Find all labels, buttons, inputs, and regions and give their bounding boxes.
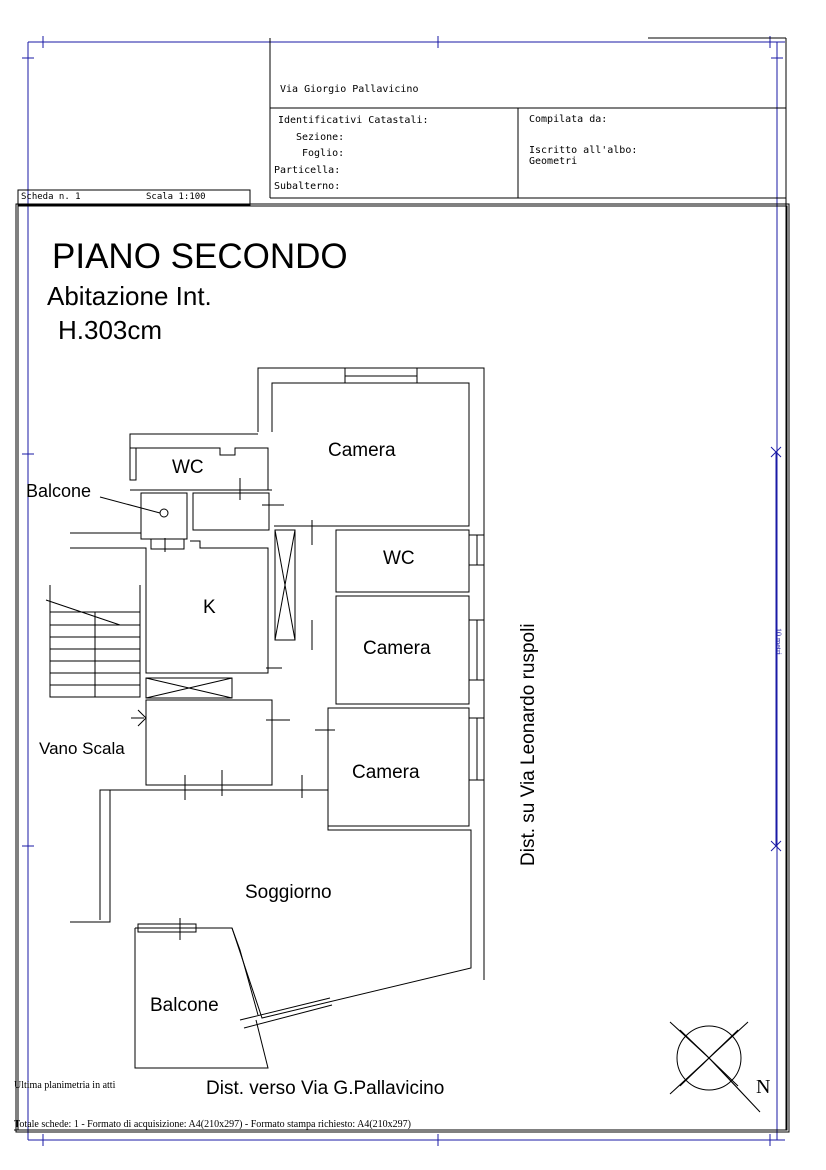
balcone-leader [99,496,169,518]
register-value: Geometri [529,156,578,167]
address-text: Via Giorgio Pallavicino [280,84,419,95]
walls [45,367,485,1069]
room-balcone-bottom: Balcone [150,995,219,1016]
room-wc-right: WC [383,548,415,569]
sheet-frame [22,36,785,1146]
foglio-label: Foglio: [302,148,345,159]
room-wc-left: WC [172,457,204,478]
register-label: Iscritto all'albo: [529,145,638,156]
room-camera-mid: Camera [363,638,431,659]
room-kitchen: K [203,597,216,618]
sheet-label: Scheda n. 1 [21,192,81,202]
north-label: N [756,1076,771,1098]
street-bottom-label: Dist. verso Via G.Pallavicino [206,1078,445,1099]
particella-label: Particella: [274,165,341,176]
plan-title: PIANO SECONDO [52,237,348,276]
cadastral-title: Identificativi Catastali: [278,115,429,126]
compiled-label: Compilata da: [529,114,608,125]
room-camera-low: Camera [352,762,420,783]
footer-note: Ultima planimetria in atti [14,1080,116,1091]
scale-label: Scala 1:100 [146,192,206,202]
plan-height: H.303cm [58,315,163,345]
door-markers [164,478,335,940]
compass-icon [669,1021,761,1113]
room-balcone-top: Balcone [26,481,92,501]
plan-subtitle: Abitazione Int. [47,281,212,311]
subalterno-label: Subalterno: [274,181,341,192]
room-camera-top: Camera [328,440,396,461]
footer-totals: Totale schede: 1 - Formato di acquisizio… [14,1119,411,1130]
sezione-label: Sezione: [296,132,345,143]
room-soggiorno: Soggiorno [245,882,332,903]
room-vano-scala: Vano Scala [39,739,125,758]
street-right-label: Dist. su Via Leonardo ruspoli [518,623,539,866]
scale-bar-label: 10 metri [774,628,783,655]
title-block-frame [15,37,790,1133]
